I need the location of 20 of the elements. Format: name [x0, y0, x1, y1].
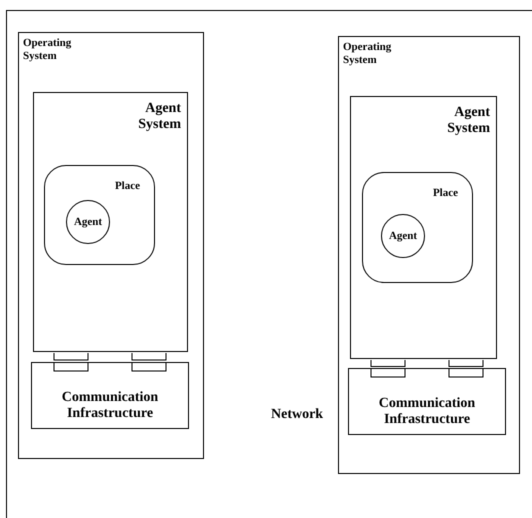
agent-system-box [33, 92, 188, 352]
agent-system-box [350, 96, 497, 359]
network-box [6, 10, 532, 518]
operating-system-box [338, 36, 520, 474]
network-label: Network [271, 406, 324, 424]
place-box [362, 172, 473, 283]
node-label: Agent [74, 214, 102, 230]
node-label: Operating System [343, 41, 392, 67]
communication-infrastructure-box [348, 368, 506, 435]
node-label: Communication Infrastructure [60, 390, 160, 422]
communication-infrastructure-box [31, 362, 189, 429]
node-label: Agent System [446, 105, 490, 137]
place-box [44, 165, 155, 265]
node-label: Agent [388, 228, 418, 244]
node-label: Place [432, 186, 458, 201]
node-label: Communication Infrastructure [378, 396, 476, 428]
node-label: Place [114, 179, 140, 194]
operating-system-box [18, 32, 204, 459]
node-label: Agent System [137, 101, 181, 133]
node-label: Operating System [23, 37, 72, 63]
